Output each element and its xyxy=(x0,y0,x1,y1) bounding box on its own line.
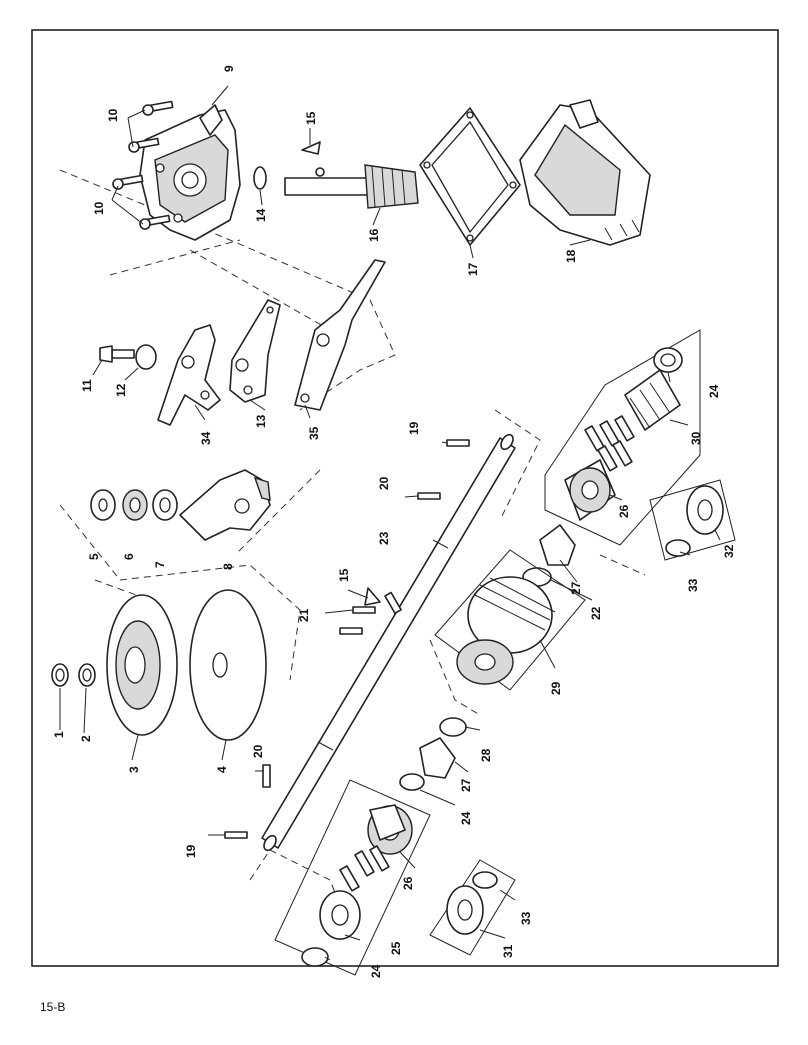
callout-26b: 26 xyxy=(401,876,415,890)
callout-20b: 20 xyxy=(251,744,265,758)
shaft-key xyxy=(364,587,381,606)
leader-lines xyxy=(59,85,721,961)
driven-pulley xyxy=(189,589,267,741)
shaft-pins xyxy=(224,439,470,839)
callout-24a: 24 xyxy=(707,384,721,398)
callout-19a: 19 xyxy=(407,421,421,435)
callout-15a: 15 xyxy=(304,111,318,125)
callout-29: 29 xyxy=(549,681,563,695)
callout-31: 31 xyxy=(501,944,515,958)
small-gear-lower xyxy=(429,859,516,956)
callout-3: 3 xyxy=(127,766,141,773)
worm-shaft xyxy=(284,164,419,209)
callout-15b: 15 xyxy=(337,568,351,582)
drive-pulley xyxy=(106,594,178,736)
callout-18: 18 xyxy=(564,249,578,263)
callout-10a: 10 xyxy=(106,108,120,122)
callout-4: 4 xyxy=(215,766,229,773)
callout-16: 16 xyxy=(367,228,381,242)
callout-25: 25 xyxy=(389,941,403,955)
washer xyxy=(253,166,267,190)
callout-10b: 10 xyxy=(92,201,106,215)
callout-11: 11 xyxy=(80,379,94,392)
callout-5: 5 xyxy=(87,553,101,560)
callout-6: 6 xyxy=(122,553,136,560)
callout-13: 13 xyxy=(254,414,268,428)
callout-labels: 1 2 3 4 5 6 7 8 9 10 10 11 12 13 14 15 1… xyxy=(52,65,736,978)
shift-lever xyxy=(179,469,271,541)
callout-24c: 24 xyxy=(369,964,383,978)
callout-2: 2 xyxy=(79,735,93,742)
callout-14: 14 xyxy=(254,208,268,222)
callout-21: 21 xyxy=(297,608,311,622)
callout-27b: 27 xyxy=(459,778,473,792)
washer-28 xyxy=(439,717,467,737)
callout-27a: 27 xyxy=(569,581,583,595)
callout-8: 8 xyxy=(221,563,235,570)
callout-7: 7 xyxy=(153,561,167,568)
assembly-guide-lines xyxy=(59,169,646,931)
callout-28: 28 xyxy=(479,748,493,762)
callout-19b: 19 xyxy=(184,844,198,858)
callout-23: 23 xyxy=(377,531,391,545)
callout-1: 1 xyxy=(52,731,66,738)
callout-34: 34 xyxy=(199,431,213,445)
gasket xyxy=(419,107,521,246)
bushing-lower xyxy=(419,737,456,779)
callout-22: 22 xyxy=(589,606,603,620)
pivot-bolt xyxy=(99,345,135,363)
page-number: 15-B xyxy=(40,1000,66,1014)
callout-30: 30 xyxy=(689,431,703,445)
bushing-upper xyxy=(539,524,576,566)
woodruff-key xyxy=(301,141,321,155)
link-plate-alt xyxy=(157,324,221,426)
callout-24b: 24 xyxy=(459,811,473,825)
callout-20a: 20 xyxy=(377,476,391,490)
spacer-washer xyxy=(135,344,157,370)
callout-33a: 33 xyxy=(686,578,700,592)
large-bevel-gear xyxy=(434,549,586,691)
cover-screws xyxy=(112,100,174,230)
clutch-group-upper xyxy=(544,329,701,546)
callout-26a: 26 xyxy=(617,504,631,518)
callout-33b: 33 xyxy=(519,911,533,925)
housing-cover xyxy=(139,104,241,241)
callout-9: 9 xyxy=(222,65,236,72)
main-shaft xyxy=(261,433,516,852)
callout-35: 35 xyxy=(307,426,321,440)
washer-24-lower xyxy=(399,773,425,791)
small-gear-upper xyxy=(649,479,736,561)
callout-17: 17 xyxy=(466,262,480,276)
diagram-border xyxy=(31,29,779,967)
gear-housing xyxy=(519,99,651,246)
callout-12: 12 xyxy=(114,383,128,397)
link-plate xyxy=(229,299,281,403)
callout-32: 32 xyxy=(722,544,736,558)
clutch-group-lower xyxy=(274,779,431,976)
linkage-arm-long xyxy=(294,259,386,411)
